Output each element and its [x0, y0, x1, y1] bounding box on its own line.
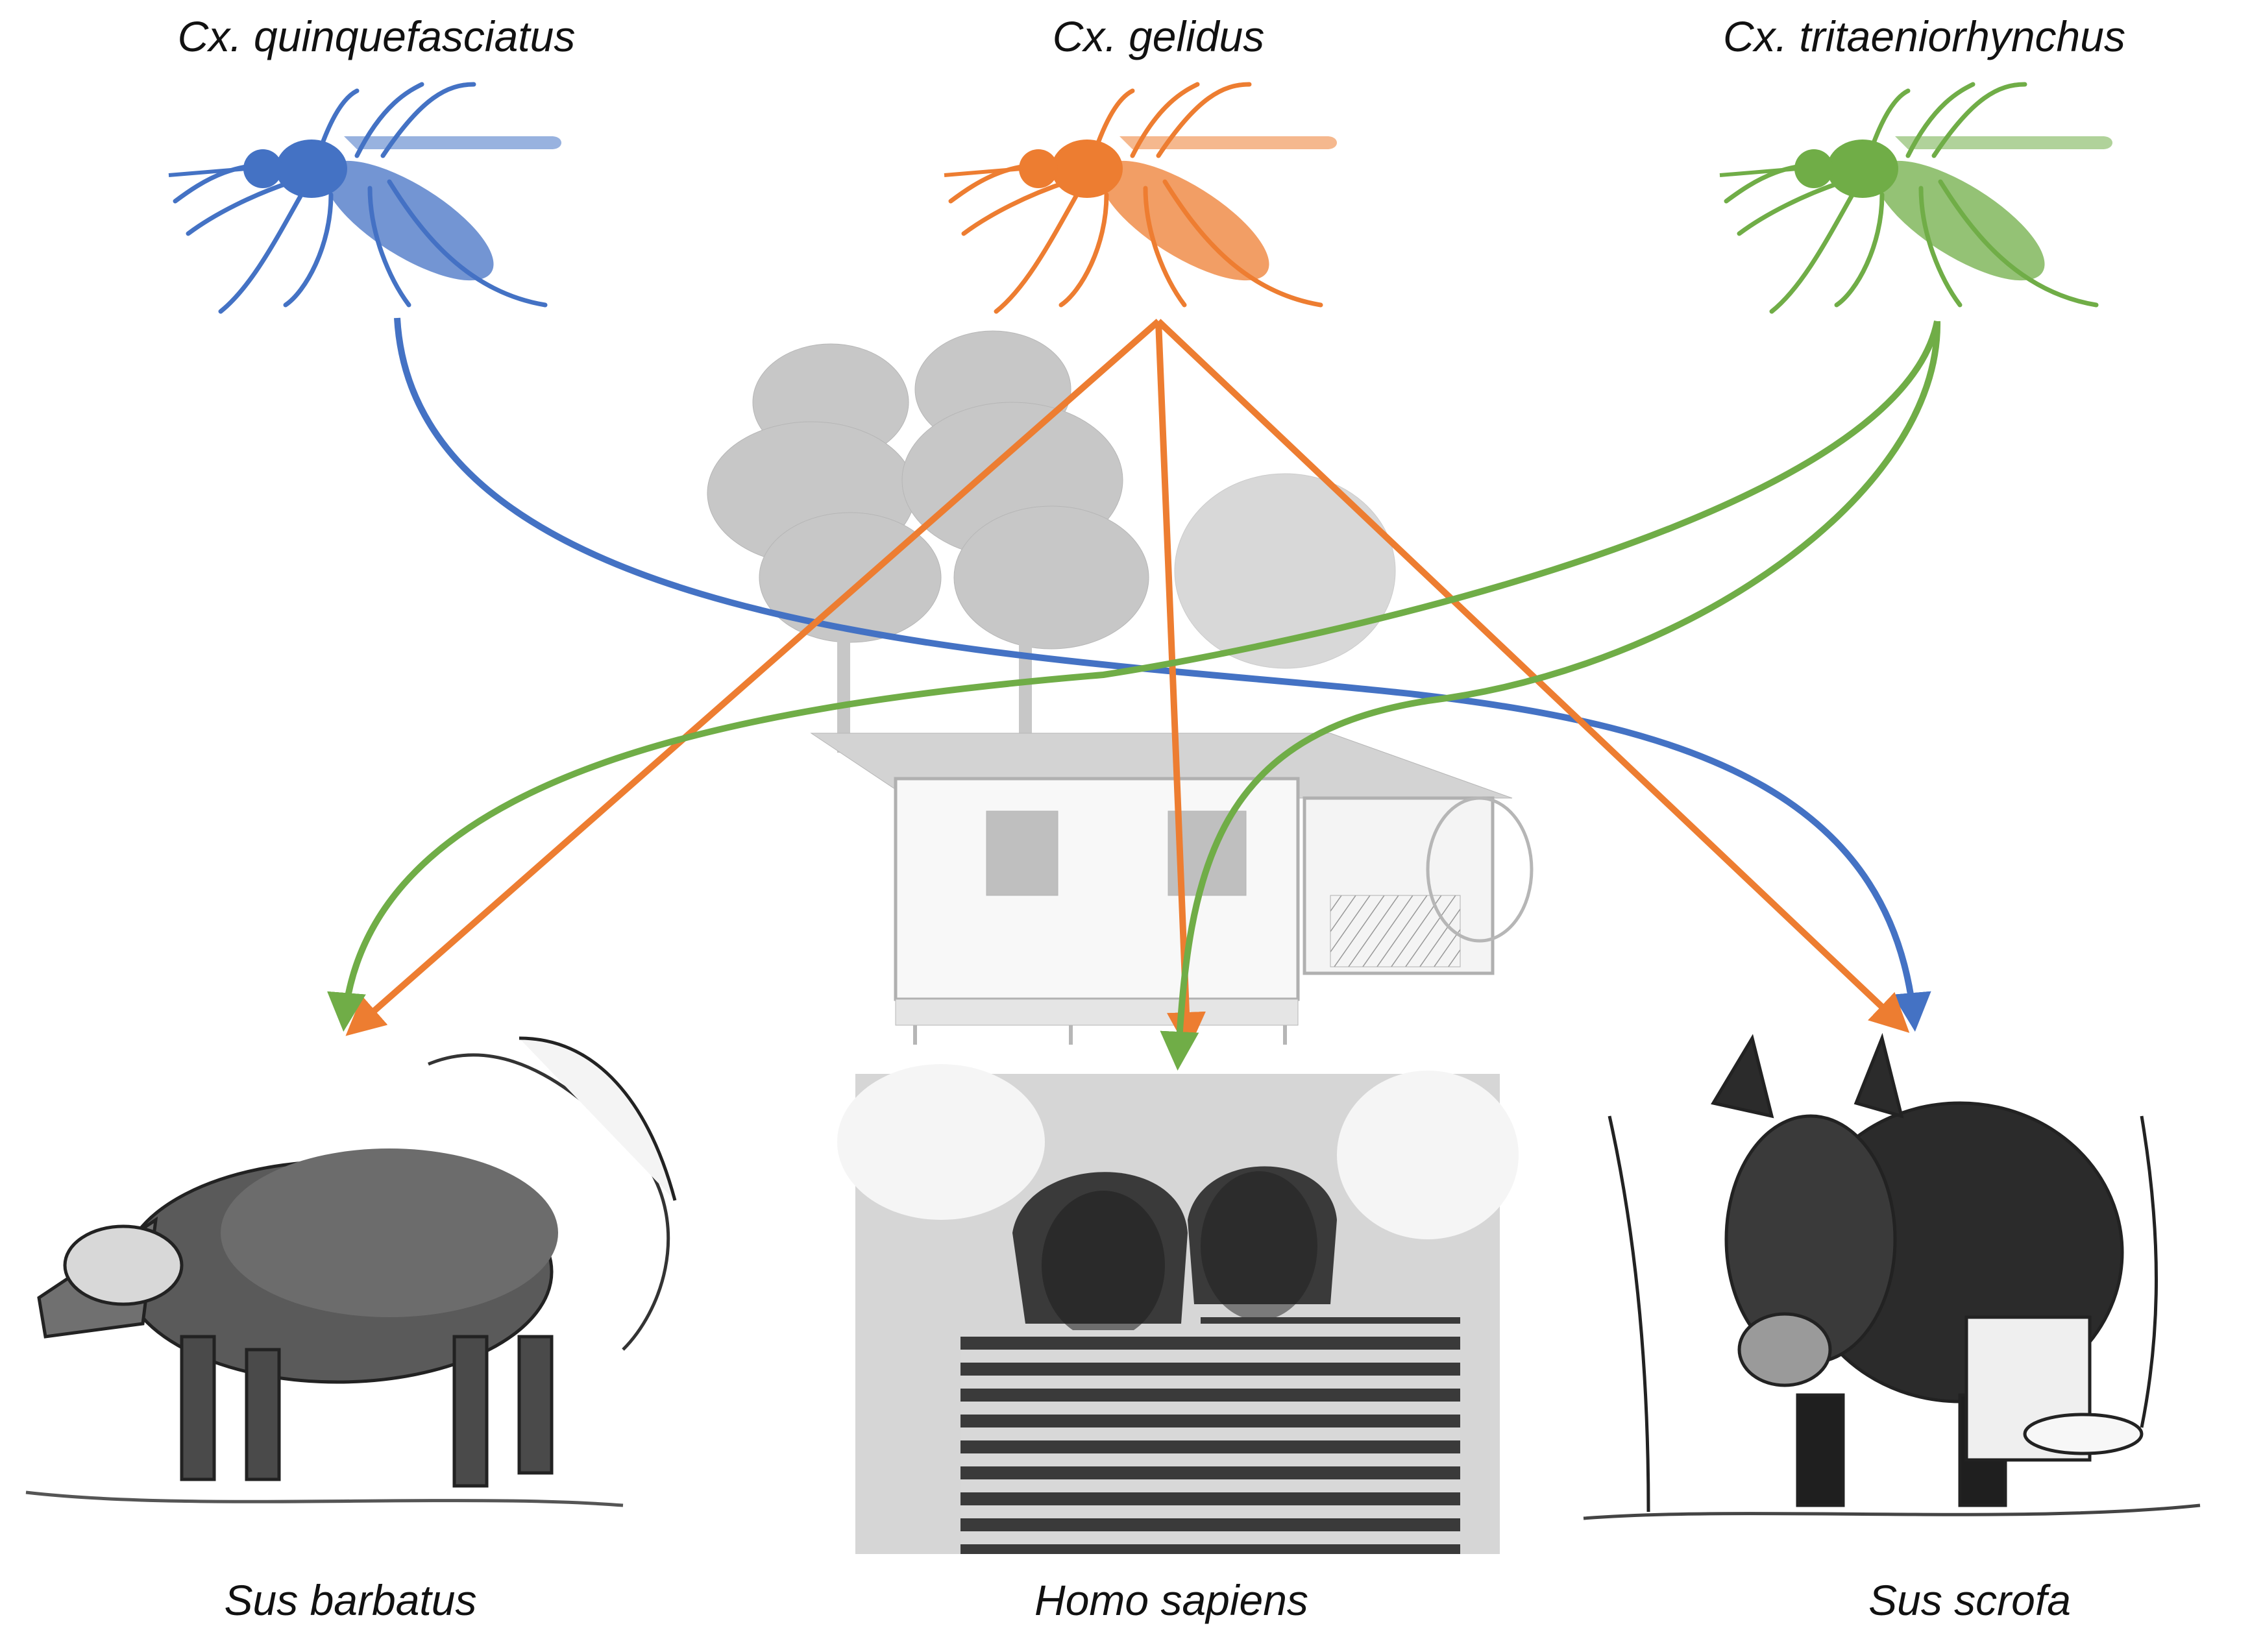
host-links: [327, 317, 1941, 1071]
host-label-sus-scrofa: Sus scrofa: [1868, 1576, 2071, 1624]
link-gelidus-to-homo-sapiens: [1155, 321, 1206, 1051]
link-gelidus-to-sus-scrofa: [1156, 319, 1910, 1033]
vector-label-tritaeniorhynchus: Cx. tritaeniorhynchus: [1723, 12, 2125, 60]
host-label-sus-barbatus: Sus barbatus: [224, 1576, 477, 1624]
vector-label-quinquefasciatus: Cx. quinquefasciatus: [177, 12, 576, 60]
wild-boar-illustration: [1583, 1032, 2201, 1520]
house-and-trees-illustration: [707, 330, 1534, 1045]
link-tritaeniorhynchus-to-sus-barbatus: [327, 321, 1940, 1032]
link-gelidus-to-sus-barbatus: [345, 319, 1161, 1036]
link-tritaeniorhynchus-to-homo-sapiens: [1160, 321, 1941, 1071]
vector-label-gelidus: Cx. gelidus: [1052, 12, 1265, 60]
bearded-pig-illustration: [25, 1036, 677, 1507]
mosquito-icon-quinquefasciatus: [168, 82, 561, 314]
link-quinquefasciatus-to-sus-scrofa: [394, 317, 1931, 1032]
mosquito-icon-tritaeniorhynchus: [1719, 82, 2112, 314]
human-photo: [837, 1064, 1519, 1554]
host-label-homo-sapiens: Homo sapiens: [1034, 1576, 1308, 1624]
mosquito-icon-gelidus: [944, 82, 1337, 314]
